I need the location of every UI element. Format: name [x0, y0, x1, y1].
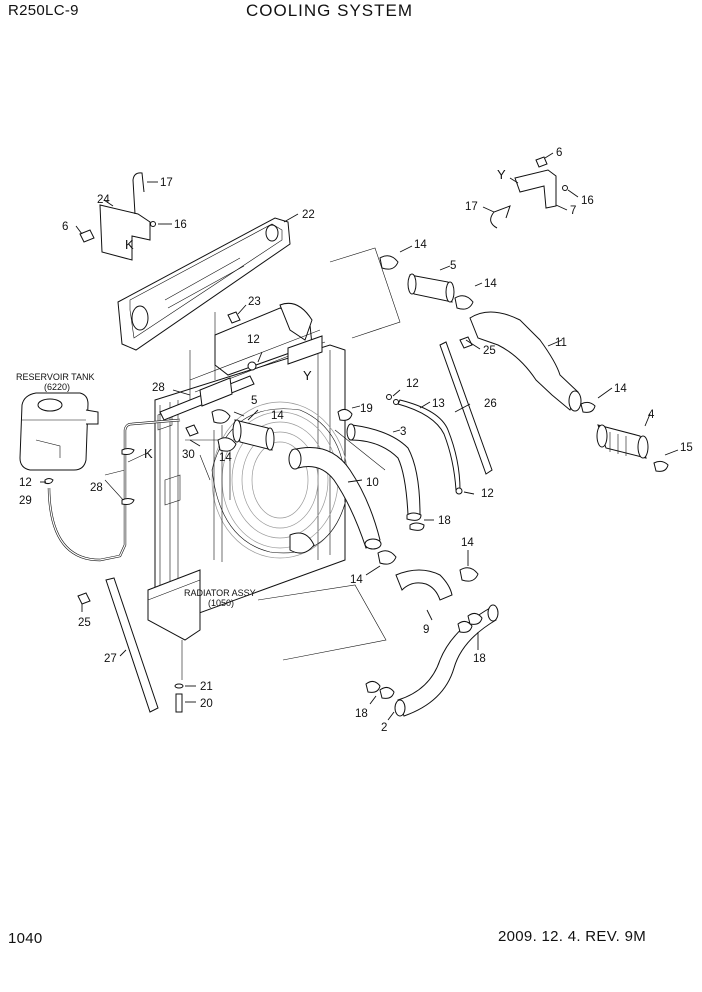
view-letter-k-main: K: [144, 446, 153, 461]
callout-5b: 5: [251, 395, 257, 407]
caption-reservoir-code: (6220): [44, 382, 70, 392]
caption-reservoir-tank: RESERVOIR TANK: [16, 372, 95, 382]
callout-14a: 14: [414, 239, 427, 251]
callout-20: 20: [200, 698, 213, 710]
radiator-assembly: [147, 302, 349, 641]
bracket-y-inset: [482, 152, 579, 229]
reservoir-tank: [19, 392, 181, 562]
callout-18c: 18: [355, 708, 368, 720]
model-code: R250LC-9: [8, 2, 79, 19]
callout-14b: 14: [484, 278, 497, 290]
callout-12b: 12: [406, 378, 419, 390]
callout-21: 21: [200, 681, 213, 693]
callout-12c: 12: [19, 477, 32, 489]
page-number: 1040: [8, 930, 43, 947]
view-letter-y-inset: Y: [497, 167, 506, 182]
callout-16b: 16: [581, 195, 594, 207]
u-bolt-17b: [490, 205, 511, 229]
callout-14d: 14: [614, 383, 627, 395]
callout-13: 13: [432, 398, 445, 410]
callout-10: 10: [366, 477, 379, 489]
callout-14e: 14: [219, 452, 232, 464]
callout-15: 15: [680, 442, 693, 454]
callout-12a: 12: [247, 334, 260, 346]
callout-9: 9: [423, 624, 429, 636]
hose-2: [365, 604, 499, 721]
callout-26: 26: [484, 398, 497, 410]
bracket-k-inset: [75, 172, 172, 261]
caption-radiator-code: (1050): [208, 598, 234, 608]
callout-16a: 16: [174, 219, 187, 231]
caption-radiator-assy: RADIATOR ASSY: [184, 588, 256, 598]
callout-17b: 17: [465, 201, 478, 213]
callout-14f: 14: [461, 537, 474, 549]
hose-3: [337, 405, 434, 531]
callout-18a: 18: [438, 515, 451, 527]
callout-14c: 14: [271, 410, 284, 422]
callout-6b: 6: [556, 147, 562, 159]
callout-5a: 5: [450, 260, 456, 272]
u-bolt-17a: [132, 172, 145, 215]
view-letters: K Y K Y: [125, 167, 506, 461]
view-letter-k-inset: K: [125, 237, 134, 252]
callout-17a: 17: [160, 177, 173, 189]
upper-brackets: [159, 351, 263, 447]
callout-30: 30: [182, 449, 195, 461]
callout-3: 3: [400, 426, 406, 438]
page-title: COOLING SYSTEM: [246, 1, 414, 20]
callout-11: 11: [555, 337, 567, 349]
callout-22: 22: [302, 209, 315, 221]
callout-19: 19: [360, 403, 373, 415]
view-letter-y-main: Y: [303, 368, 312, 383]
callout-25b: 25: [78, 617, 91, 629]
hose-5-lower: [211, 409, 275, 452]
callout-28a: 28: [152, 382, 165, 394]
callout-29: 29: [19, 495, 32, 507]
cover-22: [117, 213, 299, 351]
hose-9: [365, 550, 479, 621]
callout-2: 2: [381, 722, 387, 734]
callout-25a: 25: [483, 345, 496, 357]
callout-6a: 6: [62, 221, 68, 233]
callout-28b: 28: [90, 482, 103, 494]
revision-date: 2009. 12. 4. REV. 9M: [498, 928, 647, 945]
assembly-leader-lines: [104, 247, 401, 680]
callout-numbers: 17 24 6 16 22 6 16 7 17 14 5 14 23 25 11…: [19, 147, 693, 734]
callout-23: 23: [248, 296, 261, 308]
callout-24: 24: [97, 194, 110, 206]
callout-12d: 12: [481, 488, 494, 500]
captions: RESERVOIR TANK (6220) RADIATOR ASSY (105…: [16, 372, 256, 608]
upper-hoses: [469, 311, 679, 472]
callout-18b: 18: [473, 653, 486, 665]
rod-and-pipe-13-26: [386, 336, 493, 495]
rod-27-and-bolts: [77, 304, 323, 713]
callout-14g: 14: [350, 574, 363, 586]
hose-5-upper: [379, 245, 483, 310]
callout-4: 4: [648, 409, 655, 421]
callout-7: 7: [570, 205, 576, 217]
hose-10: [288, 447, 382, 550]
callout-27: 27: [104, 653, 117, 665]
